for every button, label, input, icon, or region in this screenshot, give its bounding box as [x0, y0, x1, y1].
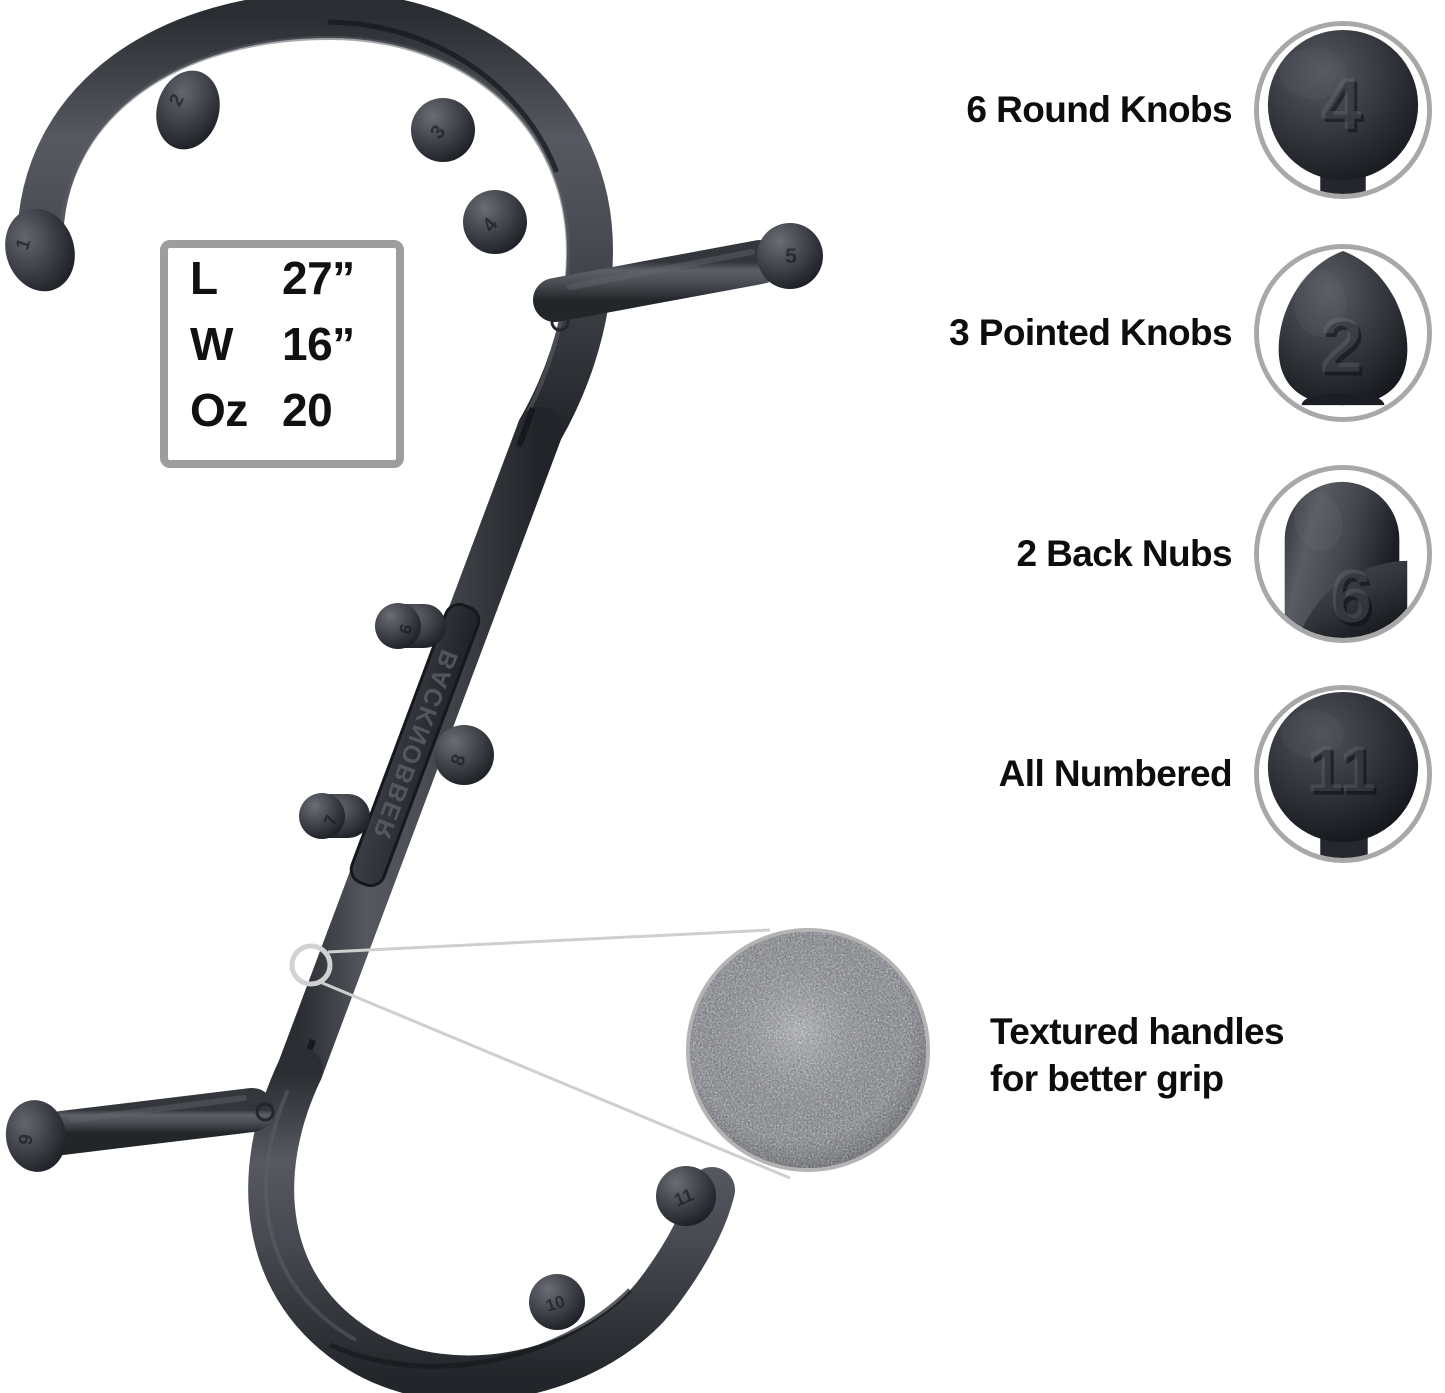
spec-label-weight: Oz	[190, 384, 248, 436]
upper-arc-groove	[327, 19, 559, 173]
knob-9-number: 9	[15, 1132, 38, 1147]
callout-number-4: 11	[1310, 736, 1379, 809]
knob-2: 2	[156, 70, 220, 150]
knob-10: 10	[529, 1274, 585, 1330]
back-nub-6-image: 6 6	[1259, 470, 1427, 638]
shaft-seam-top	[516, 406, 536, 448]
callout-number-1-highlight: 4	[1321, 64, 1362, 145]
knob-3: 3	[411, 98, 475, 162]
lower-handle-highlight	[69, 1095, 247, 1123]
lower-hook-arc	[248, 1047, 735, 1393]
callout-number-2-highlight: 2	[1320, 303, 1363, 389]
spec-row-weight: Oz 20	[168, 387, 396, 453]
knob-8: 8	[434, 725, 494, 785]
upper-arc	[17, 0, 614, 453]
feature-label-pointed-knobs: 3 Pointed Knobs	[949, 312, 1233, 353]
spec-row-length: L 27”	[168, 255, 396, 321]
feature-row-round-knobs: 6 Round Knobs 4 4	[760, 20, 1432, 200]
knob-9: 9	[5, 1100, 67, 1172]
callout-round-knob-4: 4 4	[1254, 21, 1432, 199]
texture-magnifier-circle	[686, 928, 930, 1172]
callout-number-2: 2	[1323, 306, 1366, 392]
knob-4: 4	[463, 190, 527, 254]
callout-number-4-highlight: 11	[1307, 732, 1376, 805]
upper-handle	[533, 240, 782, 322]
knob-5: 5	[757, 223, 823, 289]
feature-label-round-knobs: 6 Round Knobs	[966, 89, 1232, 130]
spec-label-length: L	[190, 252, 218, 304]
upper-handle-highlight	[567, 249, 755, 290]
texture-caption: Textured handles for better grip	[990, 1008, 1410, 1103]
lower-hook-groove	[328, 1288, 632, 1369]
pointed-knob-2-image: 2 2	[1259, 249, 1427, 417]
lower-handle-rivet	[255, 1102, 275, 1122]
knob-7: 7	[299, 793, 370, 839]
texture-caption-line-1: Textured handles	[990, 1011, 1285, 1052]
texture-caption-line-2: for better grip	[990, 1058, 1224, 1100]
feature-row-pointed-knobs: 3 Pointed Knobs 2 2	[760, 243, 1432, 423]
callout-pointed-knob-2: 2 2	[1254, 244, 1432, 422]
upper-arc-highlight	[58, 35, 571, 422]
lower-hook-highlight	[264, 1089, 357, 1342]
knob-5-number: 5	[785, 245, 797, 268]
knob-6: 6	[375, 603, 446, 649]
spec-value-width: 16”	[282, 318, 355, 370]
spec-value-length: 27”	[282, 252, 355, 304]
round-knob-4-image: 4 4	[1259, 26, 1427, 194]
spec-value-weight: 20	[282, 384, 333, 436]
feature-row-back-nubs: 2 Back Nubs	[760, 464, 1432, 644]
feature-label-all-numbered: All Numbered	[998, 753, 1233, 794]
knob-1: 1	[5, 208, 75, 292]
spec-box: L 27” W 16” Oz 20	[160, 240, 404, 468]
callout-number-3-highlight: 6	[1330, 554, 1372, 638]
round-knob-11-image: 11 11	[1259, 690, 1427, 858]
feature-row-all-numbered: All Numbered 11 11	[760, 684, 1432, 864]
knob-10-number: 10	[543, 1292, 567, 1316]
spec-row-width: W 16”	[168, 321, 396, 387]
brand-plate-bg	[349, 602, 481, 888]
callout-number-3: 6	[1333, 558, 1375, 638]
texture-magnifier-image	[690, 932, 926, 1168]
upper-handle-rivet	[550, 312, 570, 332]
lower-handle	[40, 1088, 274, 1155]
callout-round-knob-11: 11 11	[1254, 685, 1432, 863]
callout-back-nub-6: 6 6	[1254, 465, 1432, 643]
product-illustration: BACKNOBBER 1 2	[5, 0, 823, 1393]
knob-11: 11	[656, 1166, 716, 1226]
product-body: BACKNOBBER 1 2	[5, 0, 823, 1393]
feature-label-back-nubs: 2 Back Nubs	[1016, 533, 1233, 574]
spec-label-width: W	[190, 318, 233, 370]
callout-number-1: 4	[1324, 68, 1365, 149]
